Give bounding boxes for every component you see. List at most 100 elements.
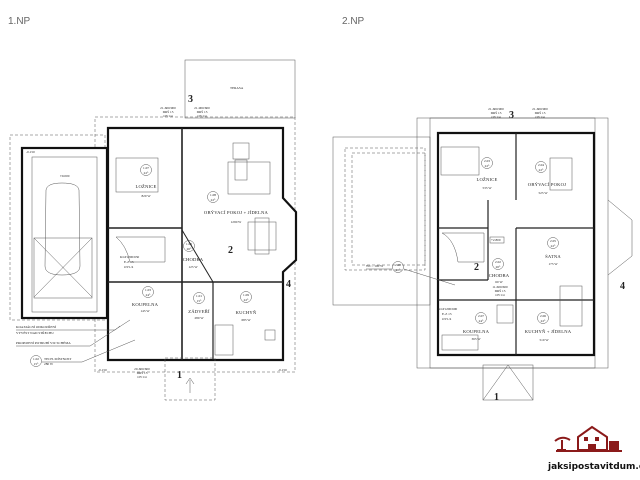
svg-text:20°: 20°	[187, 247, 192, 251]
window-labels-1np: 21-600/900 DRŠ 15 OV1/4 21-900/600 DRŠ 1…	[134, 106, 210, 379]
svg-text:60 W: 60 W	[495, 280, 503, 284]
room-1-02: 1.02 15° TECH. MÍSTNOST 280 W	[30, 339, 136, 367]
floor2-plan: 2.03 22° LOŽNICE 535 W 2.04 22° OBÝVACÍ …	[332, 107, 633, 403]
svg-text:OV1/4: OV1/4	[442, 317, 452, 321]
svg-text:22°: 22°	[244, 298, 249, 302]
svg-text:LOŽNICE: LOŽNICE	[135, 184, 156, 189]
svg-text:LOŽNICE: LOŽNICE	[476, 177, 497, 182]
mark-1: 1	[177, 370, 182, 381]
svg-text:280 W: 280 W	[194, 316, 204, 320]
car-icon	[44, 182, 81, 276]
svg-text:CHODBA: CHODBA	[489, 273, 510, 278]
svg-text:OV1/4: OV1/4	[137, 375, 147, 379]
svg-text:1.06: 1.06	[186, 242, 192, 246]
svg-text:-0.150: -0.150	[278, 368, 287, 372]
svg-text:E-Z 15: E-Z 15	[442, 312, 452, 316]
level-2np: +2.800	[491, 238, 501, 242]
svg-text:DRŠ 15: DRŠ 15	[163, 109, 174, 114]
room-1-03: 1.03 24° KOUPELNA 145 W	[132, 286, 159, 313]
svg-text:685 W: 685 W	[241, 318, 251, 322]
svg-text:15°: 15°	[197, 299, 202, 303]
svg-text:DRŠ 15: DRŠ 15	[197, 109, 208, 114]
svg-text:KOUPELNA: KOUPELNA	[463, 329, 490, 334]
svg-text:11-600/600: 11-600/600	[492, 285, 508, 289]
svg-text:DRŠ 15: DRŠ 15	[137, 370, 148, 375]
room-1-06: 1.06 20° CHODBA 125 W	[183, 240, 204, 269]
svg-text:22°: 22°	[551, 244, 556, 248]
svg-text:1.02: 1.02	[33, 357, 39, 361]
svg-text:-0.150: -0.150	[98, 368, 107, 372]
svg-text:280 W: 280 W	[44, 362, 54, 366]
svg-text:VYVÉST NAD STŘECHU: VYVÉST NAD STŘECHU	[16, 330, 54, 335]
svg-text:-0.150: -0.150	[26, 150, 35, 154]
room-1-07: 1.07 22° LOŽNICE 820 W	[135, 164, 156, 198]
svg-text:22°: 22°	[539, 168, 544, 172]
mark-1: 1	[494, 392, 499, 403]
svg-text:21-600/900: 21-600/900	[532, 107, 548, 111]
svg-text:TECH. MÍSTNOST: TECH. MÍSTNOST	[44, 356, 72, 361]
room-2-02: 2.02 20° CHODBA 60 W	[489, 258, 510, 284]
room-1-01: 1.01 15° ZÁDVEŘÍ 280 W	[188, 292, 210, 320]
garage	[20, 146, 109, 320]
svg-text:535 W: 535 W	[482, 186, 492, 190]
svg-text:2.06: 2.06	[540, 314, 546, 318]
svg-text:20-600/600: 20-600/600	[134, 367, 150, 371]
svg-text:1.08: 1.08	[210, 193, 216, 197]
svg-text:DRŠ 15: DRŠ 15	[495, 288, 506, 293]
svg-text:OV1/4: OV1/4	[163, 114, 173, 118]
svg-text:24°: 24°	[146, 293, 151, 297]
svg-text:21-600/900: 21-600/900	[488, 107, 504, 111]
mark-4: 4	[620, 281, 625, 292]
svg-text:175 W: 175 W	[548, 262, 558, 266]
logo-text: jaksipostavitdum.cz	[548, 462, 640, 472]
svg-text:22°: 22°	[211, 198, 216, 202]
notes-1np: KOAXIÁLNÍ ODKOUŘENÍ VYVÉST NAD STŘECHU P…	[16, 319, 131, 347]
svg-text:ZÁDVEŘÍ: ZÁDVEŘÍ	[188, 309, 210, 314]
svg-text:2.04: 2.04	[538, 163, 544, 167]
mark-2: 2	[474, 262, 479, 273]
window-labels-2np: 21-600/900 DRŠ 15 OV1/4 21-600/900 DRŠ 1…	[488, 107, 548, 297]
svg-text:KUCHYŇ + JÍDELNA: KUCHYŇ + JÍDELNA	[525, 329, 572, 334]
svg-text:KLP1200/600: KLP1200/600	[438, 307, 458, 311]
svg-text:OBÝVACÍ POKOJ: OBÝVACÍ POKOJ	[528, 182, 566, 187]
svg-text:22°: 22°	[485, 164, 490, 168]
svg-text:KLP1200/650: KLP1200/650	[120, 255, 140, 259]
svg-text:KOAXIÁLNÍ ODKOUŘENÍ: KOAXIÁLNÍ ODKOUŘENÍ	[16, 324, 57, 329]
svg-text:CHODBA: CHODBA	[183, 257, 204, 262]
logo	[554, 425, 622, 452]
svg-text:22°: 22°	[541, 319, 546, 323]
floor1-plan: TERASA 1.07 22° LOŽNICE	[9, 59, 298, 401]
svg-text:ŠATNA: ŠATNA	[545, 254, 561, 259]
room-2-06: 2.06 22° KUCHYŇ + JÍDELNA 510 W	[525, 312, 572, 342]
svg-text:1.01: 1.01	[196, 294, 202, 298]
svg-text:WC - 100 W: WC - 100 W	[366, 264, 384, 268]
svg-text:DRŠ 15: DRŠ 15	[491, 110, 502, 115]
svg-text:1.09: 1.09	[243, 293, 249, 297]
svg-text:1.07: 1.07	[143, 166, 149, 170]
svg-text:OV1/4: OV1/4	[197, 114, 207, 118]
house-walls-1np	[106, 126, 298, 362]
room-2-04: 2.04 22° OBÝVACÍ POKOJ 525 W	[528, 161, 566, 195]
svg-text:KOUPELNA: KOUPELNA	[132, 302, 159, 307]
svg-text:1.03: 1.03	[145, 288, 151, 292]
terrace-label: TERASA	[230, 86, 244, 90]
svg-text:820 W: 820 W	[141, 194, 151, 198]
svg-text:2.05: 2.05	[550, 239, 556, 243]
svg-text:OV1/4: OV1/4	[495, 293, 505, 297]
svg-text:24°: 24°	[479, 319, 484, 323]
mark-4: 4	[286, 279, 291, 290]
svg-text:125 W: 125 W	[188, 265, 198, 269]
svg-text:±0.000: ±0.000	[60, 174, 70, 178]
svg-text:145 W: 145 W	[140, 309, 150, 313]
floor2-title: 2.NP	[342, 16, 365, 27]
svg-text:20°: 20°	[496, 265, 501, 269]
svg-text:2.08: 2.08	[395, 263, 401, 267]
svg-text:21-900/600: 21-900/600	[194, 106, 210, 110]
room-2-03: 2.03 22° LOŽNICE 535 W	[476, 157, 497, 190]
floor1-title: 1.NP	[8, 16, 31, 27]
svg-text:KUCHYŇ: KUCHYŇ	[236, 310, 257, 315]
svg-text:15°: 15°	[34, 362, 39, 366]
room-1-08: 1.08 22° OBÝVACÍ POKOJ + JÍDELNA 1290 W	[204, 191, 268, 224]
svg-text:OV1/4: OV1/4	[535, 115, 545, 119]
